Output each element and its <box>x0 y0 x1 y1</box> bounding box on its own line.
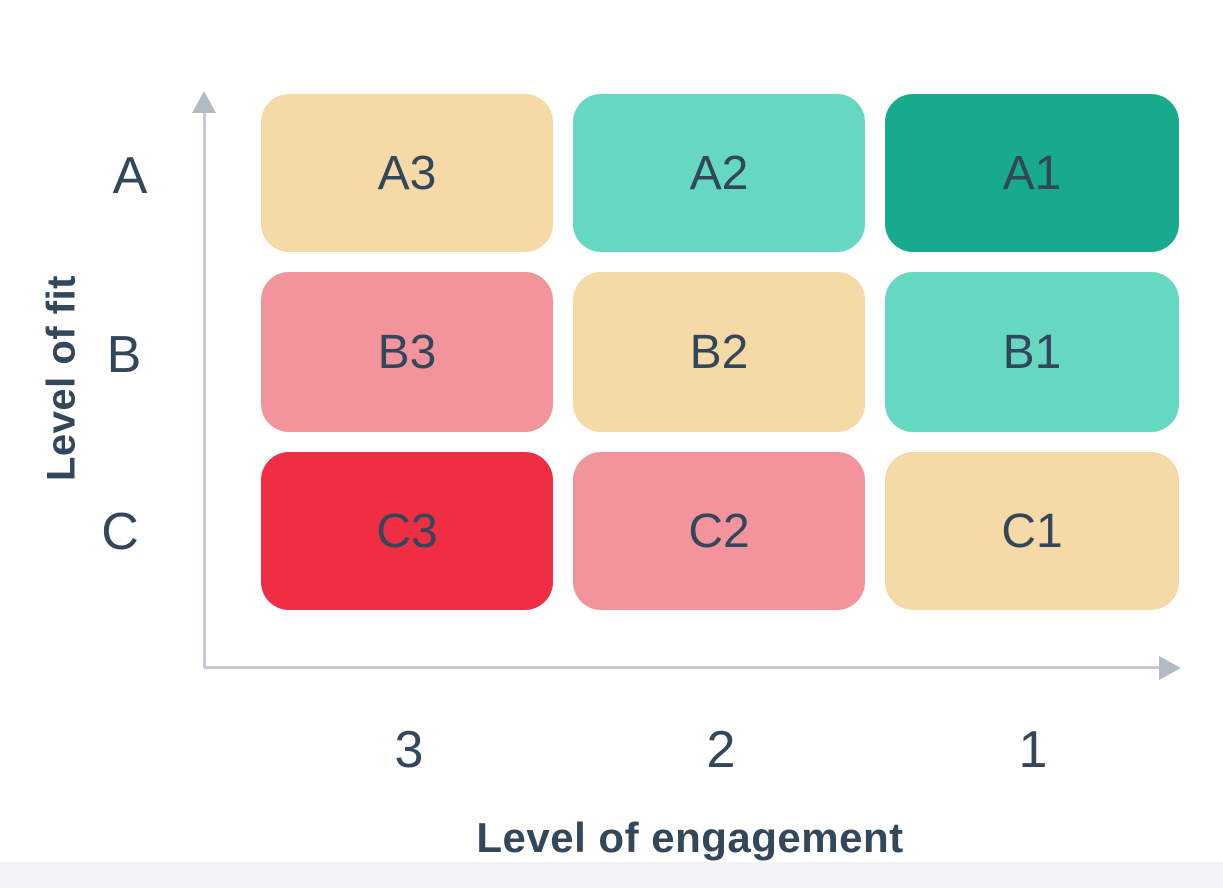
cell-a1: A1 <box>885 94 1179 252</box>
y-axis-line <box>203 112 206 668</box>
x-tick-label-3: 3 <box>394 721 424 779</box>
cell-a3: A3 <box>261 94 553 252</box>
y-axis-title: Level of fit <box>39 274 84 482</box>
arrow-up-icon <box>192 91 216 113</box>
x-axis-title: Level of engagement <box>476 814 904 861</box>
y-category-label-c: C <box>101 503 139 561</box>
y-category-label-a: A <box>112 147 148 205</box>
bottom-edge-band <box>0 862 1223 888</box>
cell-c1: C1 <box>885 452 1179 610</box>
cell-a2: A2 <box>573 94 865 252</box>
cell-c2: C2 <box>573 452 865 610</box>
y-category-label-b: B <box>106 326 142 384</box>
cell-b2: B2 <box>573 272 865 432</box>
x-tick-label-1: 1 <box>1018 721 1048 779</box>
cell-b3: B3 <box>261 272 553 432</box>
cell-b1: B1 <box>885 272 1179 432</box>
arrow-right-icon <box>1159 656 1181 680</box>
cell-c3: C3 <box>261 452 553 610</box>
x-axis-line <box>204 666 1160 669</box>
x-tick-label-2: 2 <box>706 721 736 779</box>
matrix-grid: A3 A2 A1 B3 B2 B1 C3 C2 C1 <box>261 94 1179 610</box>
